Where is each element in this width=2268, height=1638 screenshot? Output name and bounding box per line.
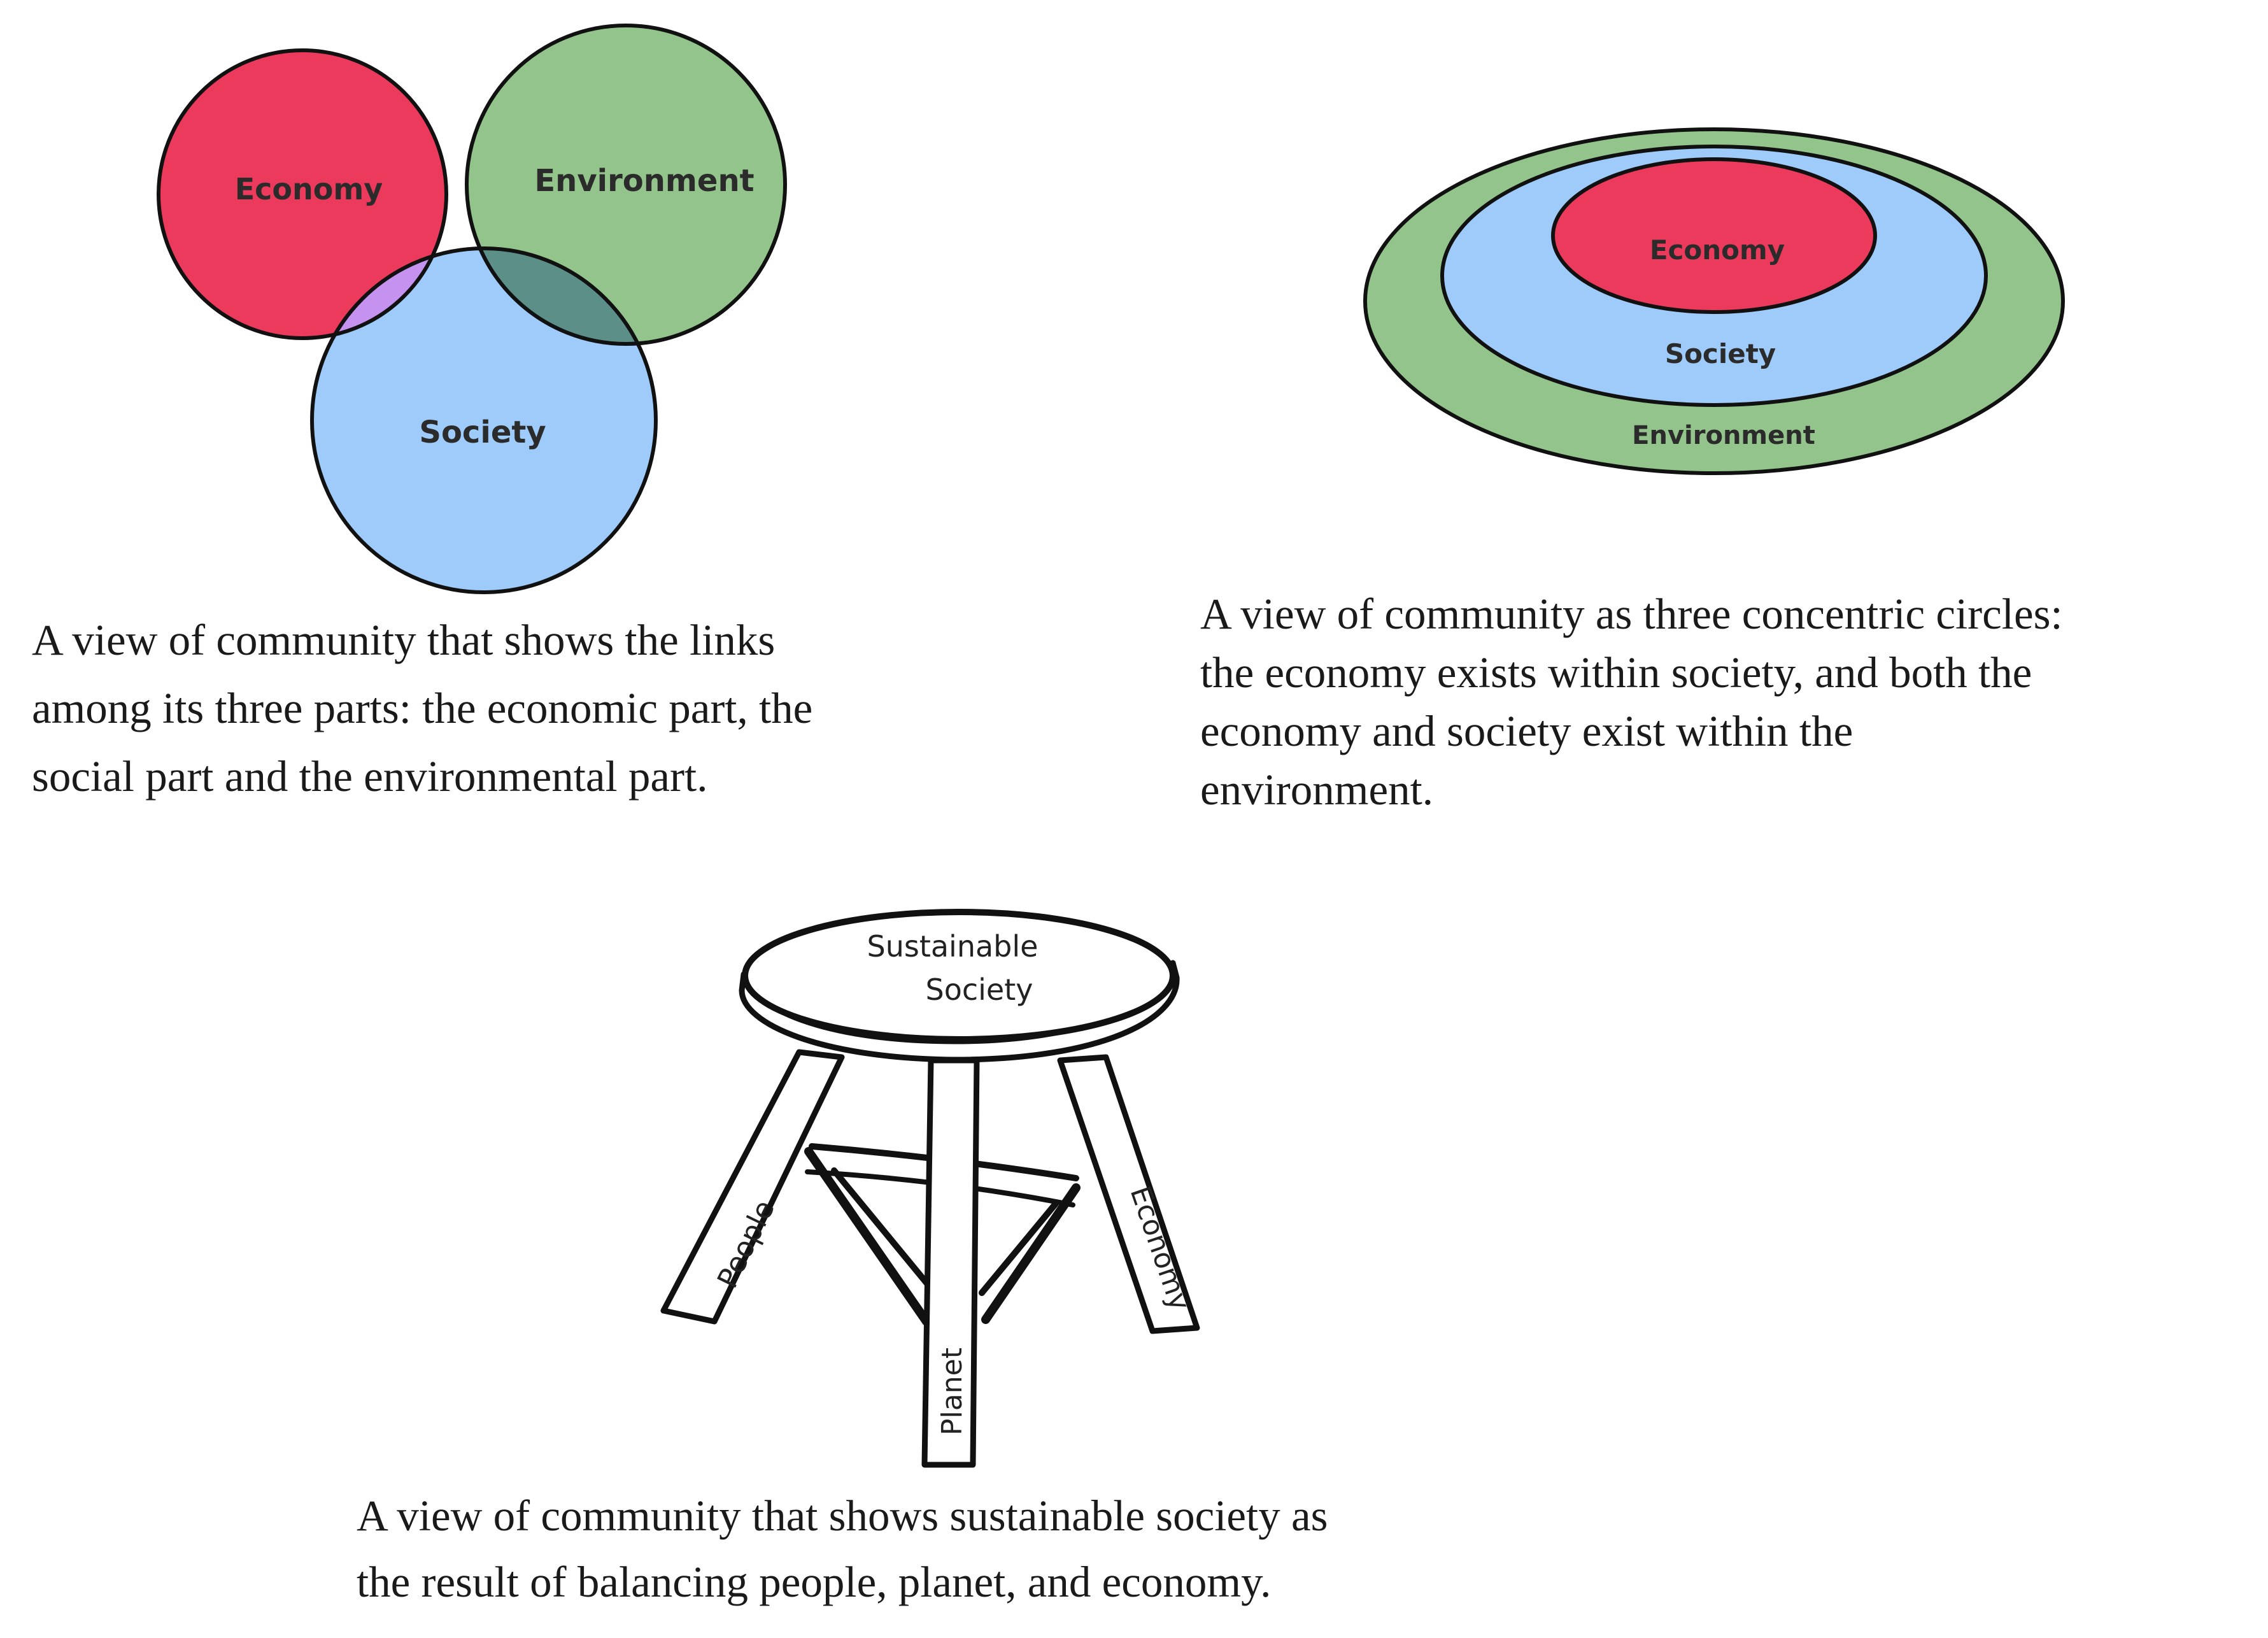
venn-environment-label: Environment: [534, 163, 754, 199]
nested-diagram: Economy Society Environment: [1363, 127, 2065, 475]
venn-caption-line: social part and the environmental part.: [32, 752, 708, 801]
nested-caption-line: A view of community as three concentric …: [1200, 590, 2063, 638]
nested-caption-line: environment.: [1200, 766, 1433, 814]
venn-economy-outline: [157, 48, 448, 340]
stool-seat-label-line2: Society: [926, 972, 1033, 1007]
venn-caption-line: A view of community that shows the links: [32, 616, 776, 664]
venn-economy-circle: [159, 50, 446, 338]
nested-society-label: Society: [1665, 338, 1776, 369]
venn-caption: A view of community that shows the links…: [32, 606, 812, 811]
stool-seat-top: [742, 909, 1176, 1043]
nested-economy-ellipse: [1551, 157, 1877, 314]
nested-environment-label: Environment: [1632, 421, 1815, 450]
venn-caption-line: among its three parts: the economic part…: [32, 684, 813, 732]
nested-caption: A view of community as three concentric …: [1200, 585, 2063, 819]
venn-society-outline: [310, 246, 658, 594]
stool-leg-people: [660, 1049, 845, 1325]
venn-economy-label: Economy: [235, 172, 383, 206]
nested-caption-line: economy and society exist within the: [1200, 707, 1853, 755]
nested-caption-line: the economy exists within society, and b…: [1200, 648, 2032, 697]
stool-caption-line: the result of balancing people, planet, …: [357, 1558, 1272, 1606]
stool-drawing: [660, 909, 1200, 1468]
stool-leg-planet-label: Planet: [936, 1348, 968, 1435]
stool-caption: A view of community that shows sustainab…: [357, 1483, 1328, 1615]
venn-society-label: Society: [419, 415, 546, 450]
stool-seat-label-line1: Sustainable: [867, 929, 1038, 964]
stool-leg-economy: [1057, 1054, 1200, 1334]
venn-environment-outline: [465, 24, 787, 346]
nested-economy-label: Economy: [1650, 234, 1785, 266]
stool-caption-line: A view of community that shows sustainab…: [357, 1492, 1328, 1540]
